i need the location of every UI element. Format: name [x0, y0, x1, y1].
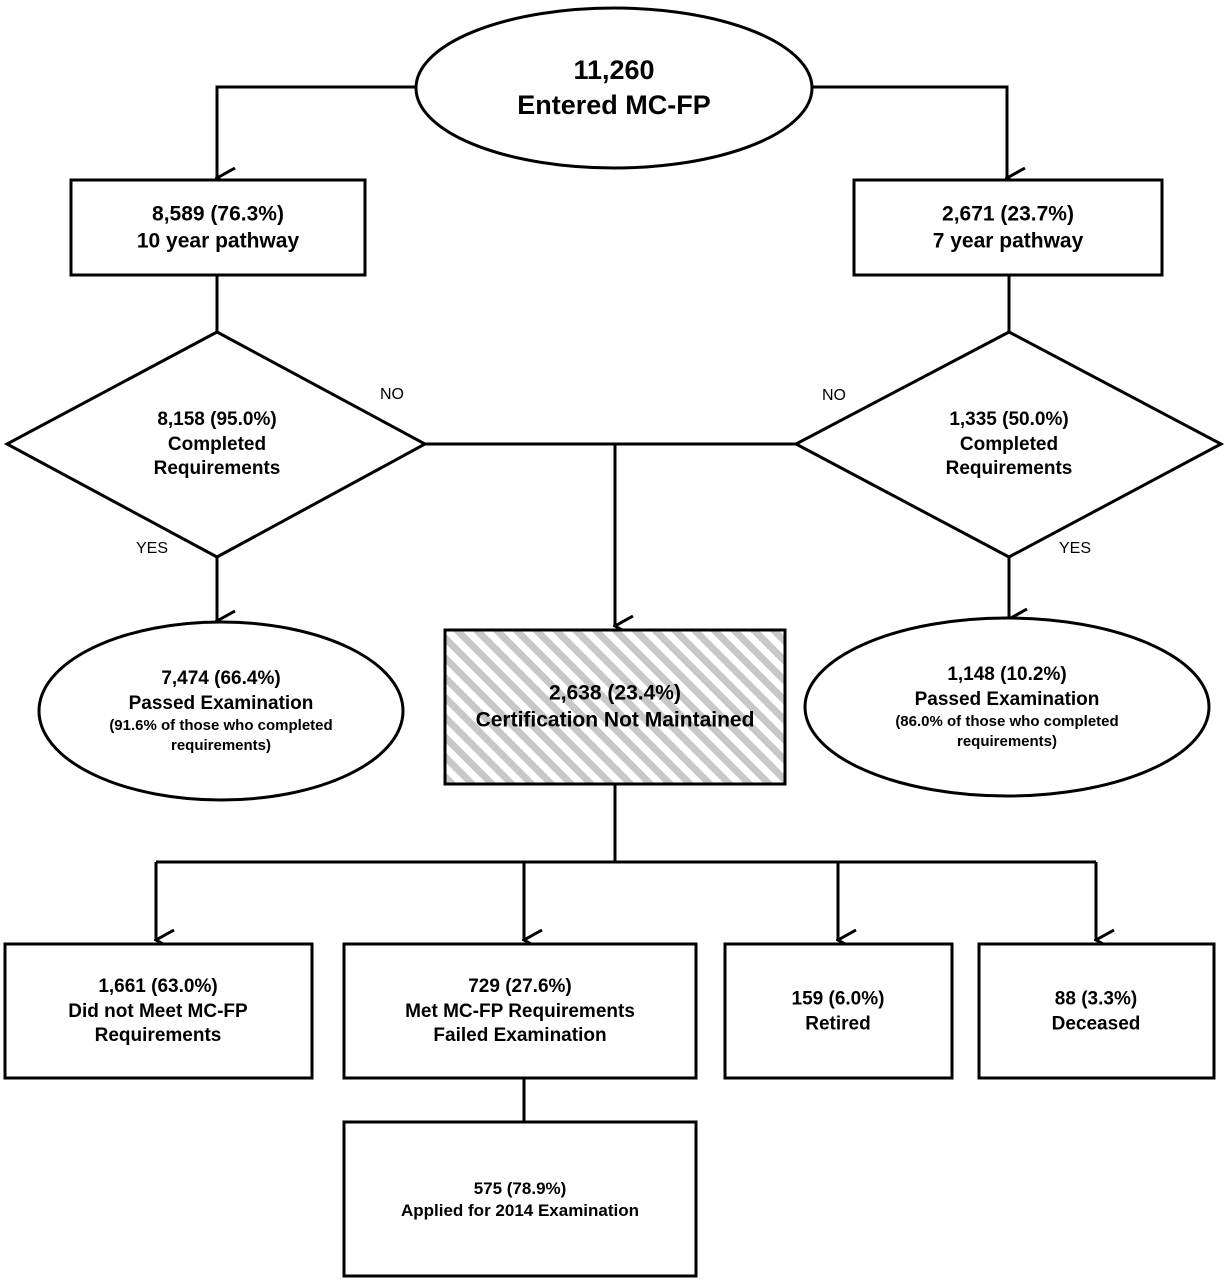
node-failed-line2: Failed Examination: [433, 1025, 607, 1047]
node-10yr-shape: [69, 178, 367, 277]
node-7yr-label: 7 year pathway: [932, 230, 1084, 253]
node-7yr-shape: [852, 178, 1164, 277]
node-failed: 729 (27.6%) Met MC-FP Requirements Faile…: [405, 975, 635, 1049]
node-retired-value: 159 (6.0%): [791, 988, 885, 1010]
node-completed-10-shape: [3, 330, 429, 559]
node-failed-line1: Met MC-FP Requirements: [405, 1000, 635, 1022]
node-retired-label: Retired: [805, 1013, 871, 1034]
node-did-not-meet-line1: Did not Meet MC-FP: [68, 1000, 248, 1022]
node-deceased-shape: [977, 942, 1216, 1080]
node-10yr: 8,589 (76.3%) 10 year pathway: [137, 201, 299, 256]
node-not-maintained-shape: [443, 628, 787, 786]
node-10yr-label: 10 year pathway: [136, 230, 300, 253]
node-failed-shape: [342, 942, 698, 1080]
node-passed-10-shape: [37, 620, 405, 802]
node-failed-value: 729 (27.6%): [468, 975, 572, 997]
node-7yr: 2,671 (23.7%) 7 year pathway: [933, 201, 1084, 256]
edge-label-no-right: NO: [822, 387, 846, 404]
node-entered: 11,260 Entered MC-FP: [517, 53, 711, 123]
node-deceased-label: Deceased: [1051, 1013, 1141, 1034]
node-completed-10-value: 8,158 (95.0%): [157, 408, 277, 430]
connector-entered-to-10yr: [217, 85, 418, 178]
node-7yr-value: 2,671 (23.7%): [942, 202, 1074, 226]
node-completed-7-value: 1,335 (50.0%): [949, 408, 1069, 430]
edge-label-yes-right: YES: [1058, 540, 1092, 557]
node-passed-10-note2: requirements): [170, 736, 272, 754]
node-completed-7: 1,335 (50.0%) Completed Requirements: [946, 408, 1073, 482]
node-did-not-meet-value: 1,661 (63.0%): [98, 975, 218, 997]
node-completed-7-line2: Requirements: [945, 458, 1073, 480]
node-completed-10-line2: Requirements: [153, 458, 281, 480]
connector-entered-to-7yr: [810, 85, 1007, 178]
node-not-maintained-value: 2,638 (23.4%): [549, 681, 681, 705]
node-did-not-meet-line2: Requirements: [94, 1025, 222, 1047]
node-deceased: 88 (3.3%) Deceased: [1052, 987, 1141, 1036]
node-retired-shape: [723, 942, 954, 1080]
node-passed-7-label: Passed Examination: [914, 688, 1100, 710]
node-passed-10: 7,474 (66.4%) Passed Examination (91.6% …: [109, 667, 332, 755]
node-passed-10-note1: (91.6% of those who completed: [109, 717, 333, 735]
node-completed-7-line1: Completed: [959, 433, 1059, 455]
node-retired: 159 (6.0%) Retired: [792, 987, 885, 1036]
node-deceased-value: 88 (3.3%): [1054, 988, 1138, 1010]
node-passed-7-note2: requirements): [956, 732, 1058, 750]
edge-label-no-left: NO: [380, 386, 404, 403]
node-passed-10-label: Passed Examination: [128, 692, 314, 714]
node-applied-label: Applied for 2014 Examination: [400, 1201, 640, 1220]
node-completed-10-line1: Completed: [167, 433, 267, 455]
node-entered-value: 11,260: [573, 54, 655, 85]
node-not-maintained-label: Certification Not Maintained: [475, 709, 755, 732]
node-entered-label: Entered MC-FP: [517, 90, 711, 120]
node-applied-value: 575 (78.9%): [473, 1178, 567, 1198]
node-applied-shape: [342, 1120, 698, 1278]
node-passed-10-value: 7,474 (66.4%): [161, 667, 281, 689]
node-passed-7-value: 1,148 (10.2%): [947, 663, 1067, 685]
node-entered-shape: [414, 6, 814, 170]
node-did-not-meet: 1,661 (63.0%) Did not Meet MC-FP Require…: [68, 975, 247, 1049]
node-did-not-meet-shape: [3, 942, 314, 1080]
node-completed-10: 8,158 (95.0%) Completed Requirements: [154, 408, 281, 482]
node-passed-7-note1: (86.0% of those who completed: [895, 713, 1119, 731]
node-passed-7: 1,148 (10.2%) Passed Examination (86.0% …: [895, 663, 1118, 751]
node-completed-7-shape: [792, 330, 1225, 559]
node-passed-7-shape: [803, 616, 1211, 798]
node-10yr-value: 8,589 (76.3%): [152, 202, 284, 226]
node-not-maintained: 2,638 (23.4%) Certification Not Maintain…: [476, 680, 755, 735]
node-applied: 575 (78.9%) Applied for 2014 Examination: [401, 1178, 639, 1222]
edge-label-yes-left: YES: [135, 540, 169, 557]
